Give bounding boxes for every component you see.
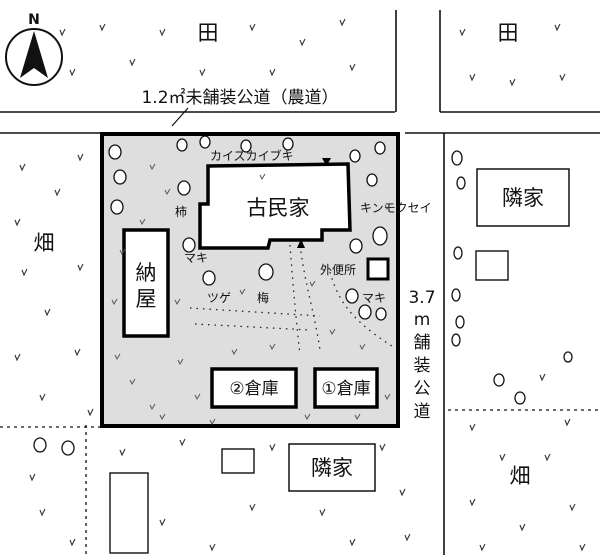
main-house: 古民家 bbox=[198, 158, 352, 250]
tree-icon bbox=[61, 440, 75, 456]
boundary-lines bbox=[0, 409, 600, 555]
tree-icon bbox=[176, 138, 188, 152]
neighbor-building-bottom-left bbox=[109, 472, 149, 554]
tree-icon bbox=[455, 315, 465, 329]
field-label-top-right: 田 bbox=[498, 21, 519, 45]
entrance-arrow-icon bbox=[297, 239, 305, 248]
tree-label-kinmokusei: キンモクセイ bbox=[360, 201, 432, 215]
entrance-arrow-icon bbox=[322, 158, 331, 166]
tree-icon bbox=[182, 237, 196, 253]
field-label-left: 畑 bbox=[34, 231, 55, 255]
compass-circle bbox=[5, 28, 63, 86]
road-label-leader bbox=[171, 107, 189, 127]
neighbor-house-bottom-outline bbox=[288, 443, 376, 492]
tree-icon bbox=[375, 307, 387, 321]
outdoor-toilet-outline bbox=[366, 257, 390, 281]
neighbor-house-right: 隣家 bbox=[476, 168, 570, 227]
compass-needle-icon bbox=[20, 31, 48, 78]
storehouse-1-outline bbox=[313, 367, 379, 409]
tree-icon bbox=[451, 333, 461, 347]
road-width-number: 3.7 bbox=[408, 288, 435, 308]
tree-icon bbox=[514, 391, 526, 405]
field-ticks bbox=[14, 18, 586, 552]
road-label-char: 道 bbox=[414, 402, 431, 422]
storehouse-1: ①倉庫 bbox=[313, 367, 379, 409]
road-lines bbox=[0, 10, 600, 555]
tree-label-kaki: 柿 bbox=[175, 204, 187, 219]
storehouse-1-label: ①倉庫 bbox=[321, 379, 370, 399]
tree-icon bbox=[110, 199, 124, 215]
tree-icon bbox=[451, 288, 461, 302]
road-label-char: 装 bbox=[414, 356, 431, 376]
tree-icon bbox=[345, 288, 359, 304]
barn-outline bbox=[122, 228, 170, 338]
neighbor-house-bottom: 隣家 bbox=[288, 443, 376, 492]
tree-icon bbox=[258, 263, 274, 281]
tree-icon bbox=[33, 437, 47, 453]
grass-ticks bbox=[111, 163, 391, 426]
barn-label-1: 納 bbox=[136, 261, 157, 285]
road-label-top: 1.2㎡未舗装公道（農道） bbox=[141, 88, 338, 108]
barn-label-2: 屋 bbox=[136, 287, 157, 311]
tree-icon bbox=[113, 169, 127, 185]
tree-label-kaizuka: カイズカイブキ bbox=[210, 148, 294, 163]
north-arrow: N bbox=[5, 12, 63, 86]
field-label-bottom-right: 畑 bbox=[510, 464, 531, 488]
storehouse-2-label: ②倉庫 bbox=[229, 379, 278, 399]
tree-icon bbox=[202, 270, 216, 286]
neighbor-house-right-outline bbox=[476, 168, 570, 227]
tree-icon bbox=[199, 135, 211, 149]
tree-icon bbox=[366, 173, 378, 187]
main-house-label: 古民家 bbox=[247, 196, 310, 220]
tree-icon bbox=[456, 176, 466, 190]
tree-icon bbox=[493, 373, 505, 387]
road-width-unit: m bbox=[414, 310, 431, 330]
tree-icon bbox=[358, 304, 372, 320]
tree-icon bbox=[372, 226, 388, 246]
storehouse-2-outline bbox=[210, 367, 298, 409]
tree-icon bbox=[282, 137, 294, 151]
neighbor-outbuilding-right bbox=[475, 250, 509, 281]
garden-paths bbox=[189, 244, 396, 356]
outdoor-toilet-label: 外便所 bbox=[320, 263, 356, 277]
trees bbox=[33, 135, 573, 456]
tree-icon bbox=[349, 149, 361, 163]
tree-icon bbox=[563, 351, 573, 363]
tree-label-tsuge: ツゲ bbox=[207, 291, 231, 305]
neighbor-shed-bottom bbox=[221, 448, 255, 474]
outdoor-toilet: 外便所 bbox=[320, 257, 390, 281]
tree-icon bbox=[451, 150, 463, 166]
road-label-char: 公 bbox=[414, 379, 431, 399]
north-label: N bbox=[28, 12, 40, 28]
storehouse-2: ②倉庫 bbox=[210, 367, 298, 409]
road-label-right: 3.7 m 舗 装 公 道 bbox=[408, 288, 435, 422]
road-label-char: 舗 bbox=[414, 333, 431, 353]
barn: 納 屋 bbox=[122, 228, 170, 338]
field-label-top-left: 田 bbox=[198, 21, 219, 45]
tree-icon bbox=[453, 246, 463, 260]
neighbor-house-bottom-label: 隣家 bbox=[311, 456, 353, 480]
tree-icon bbox=[374, 141, 386, 155]
tree-label-ume: 梅 bbox=[257, 290, 269, 305]
tree-icon bbox=[240, 139, 252, 153]
tree-label-maki-right: マキ bbox=[362, 291, 386, 305]
tree-icon bbox=[108, 144, 122, 160]
main-house-outline bbox=[198, 162, 352, 250]
tree-label-maki-left: マキ bbox=[184, 251, 208, 265]
tree-icon bbox=[177, 180, 191, 196]
tree-icon bbox=[349, 238, 363, 254]
neighbor-house-right-label: 隣家 bbox=[502, 186, 544, 210]
